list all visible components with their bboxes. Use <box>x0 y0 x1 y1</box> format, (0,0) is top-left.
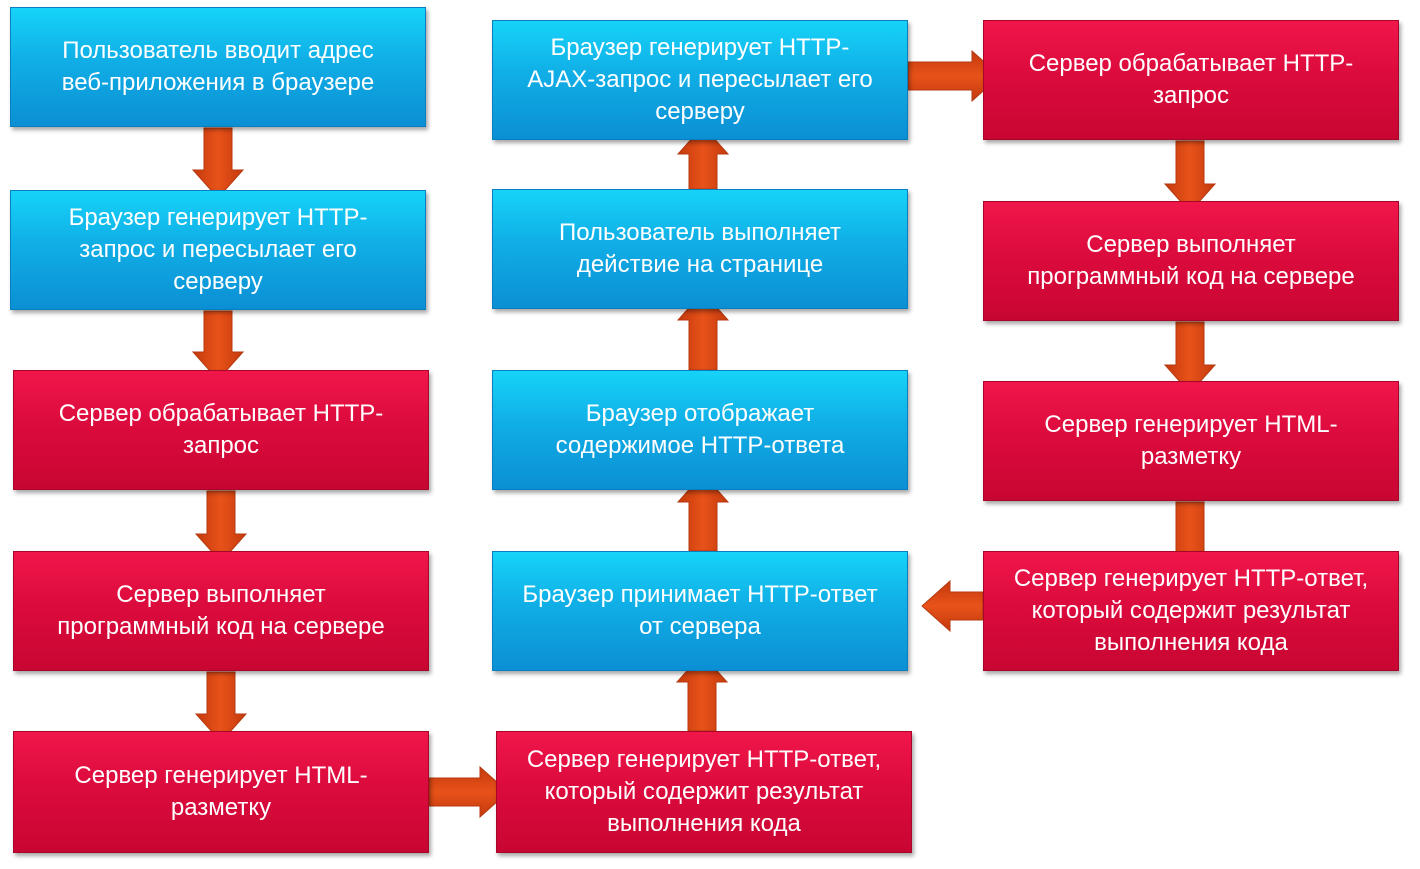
arrow-c1-4-to-c1-5 <box>194 671 248 743</box>
node-browser-ajax-request: Браузер генерирует HTTP- AJAX-запрос и п… <box>492 20 908 140</box>
node-server-processes-request: Сервер обрабатывает HTTP- запрос <box>13 370 429 490</box>
node-server-generates-http-response: Сервер генерирует HTTP-ответ, который со… <box>496 731 912 853</box>
node-server-executes-code: Сервер выполняет программный код на серв… <box>13 551 429 671</box>
node-text: Сервер генерирует HTTP-ответ, который со… <box>526 746 882 837</box>
node-text: Браузер генерирует HTTP- AJAX-запрос и п… <box>527 34 873 125</box>
arrow-c1-3-to-c1-4 <box>194 490 248 563</box>
node-text: Браузер отображает содержимое HTTP-ответ… <box>555 400 845 459</box>
node-browser-displays-response: Браузер отображает содержимое HTTP-ответ… <box>492 370 908 490</box>
node-text: Браузер принимает HTTP-ответ от сервера <box>522 581 878 640</box>
arrow-c1-1-to-c1-2 <box>191 127 245 199</box>
node-server-executes-code-ajax: Сервер выполняет программный код на серв… <box>983 201 1399 321</box>
node-text: Сервер генерирует HTML- разметку <box>74 762 368 821</box>
node-text: Сервер выполняет программный код на серв… <box>57 581 385 640</box>
arrow-c2-2-to-c2-1 <box>676 125 730 190</box>
node-text: Сервер выполняет программный код на серв… <box>1027 231 1355 290</box>
node-server-generates-html: Сервер генерирует HTML- разметку <box>13 731 429 853</box>
node-server-generates-http-response-ajax: Сервер генерирует HTTP-ответ, который со… <box>983 551 1399 671</box>
arrow-c1-5-to-c2-5 <box>428 765 509 819</box>
arrow-c3-4-to-c2-4 <box>921 579 984 633</box>
arrow-c3-2-to-c3-3 <box>1163 321 1217 394</box>
node-text: Пользователь выполняет действие на стран… <box>558 219 842 278</box>
node-text: Пользователь вводит адрес веб-приложения… <box>61 37 375 96</box>
node-server-processes-ajax-request: Сервер обрабатывает HTTP- запрос <box>983 20 1399 140</box>
arrow-c1-2-to-c1-3 <box>191 310 245 381</box>
node-server-generates-html-ajax: Сервер генерирует HTML- разметку <box>983 381 1399 501</box>
node-user-enters-address: Пользователь вводит адрес веб-приложения… <box>10 7 426 127</box>
node-browser-http-request: Браузер генерирует HTTP- запрос и пересы… <box>10 190 426 310</box>
node-text: Сервер обрабатывает HTTP- запрос <box>58 400 384 459</box>
node-text: Сервер обрабатывает HTTP- запрос <box>1028 50 1354 109</box>
node-text: Сервер генерирует HTTP-ответ, который со… <box>1013 565 1369 656</box>
arrow-c3-1-to-c3-2 <box>1163 140 1217 213</box>
node-user-performs-action: Пользователь выполняет действие на стран… <box>492 189 908 309</box>
node-text: Браузер генерирует HTTP- запрос и пересы… <box>68 204 368 295</box>
node-text: Сервер генерирует HTML- разметку <box>1044 411 1338 470</box>
node-browser-receives-response: Браузер принимает HTTP-ответ от сервера <box>492 551 908 671</box>
